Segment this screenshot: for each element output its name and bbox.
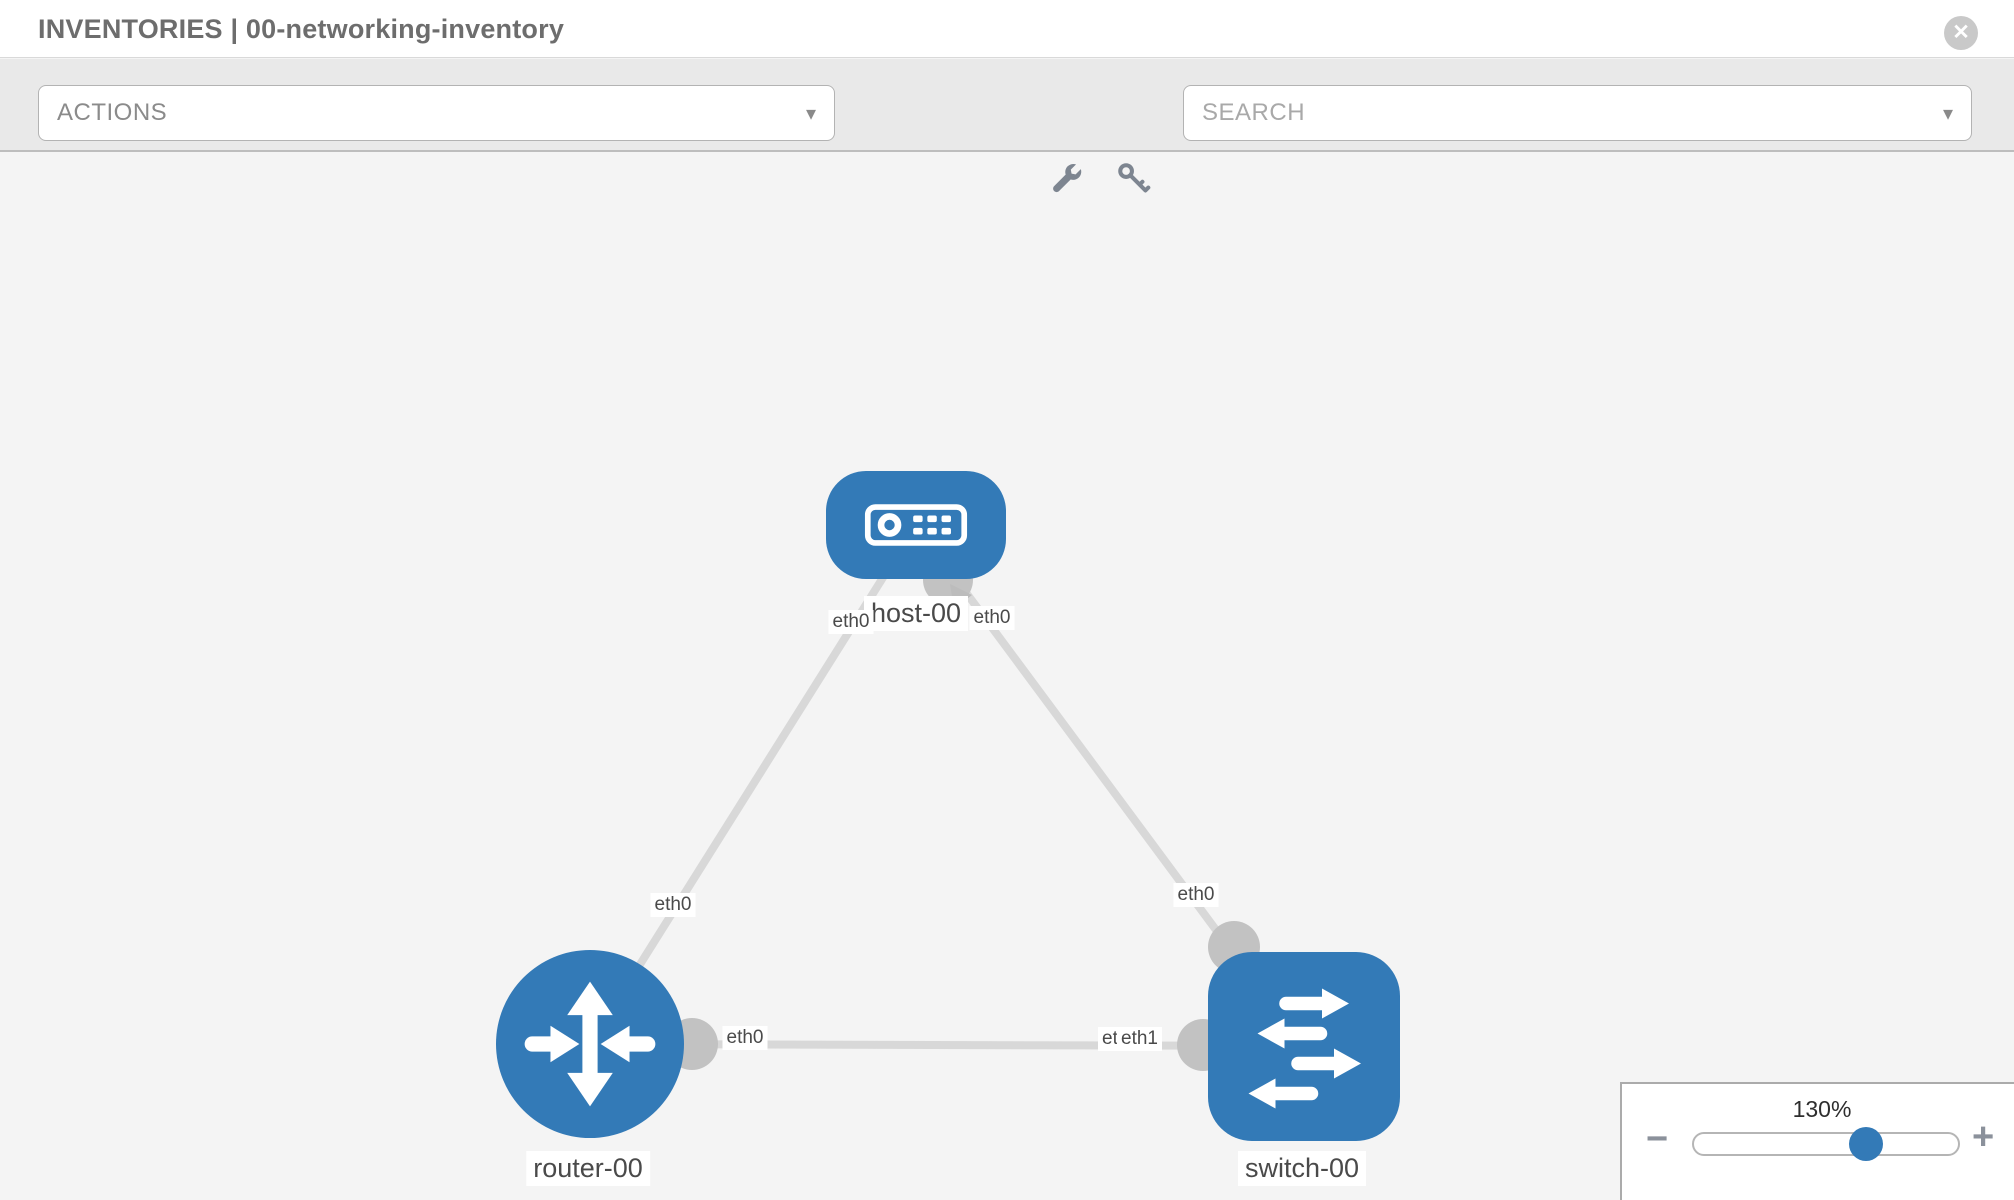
iface-label: eth0 (828, 610, 874, 634)
iface-label: eth0 (650, 893, 696, 917)
header-bar: INVENTORIES | 00-networking-inventory ✕ (0, 0, 2014, 58)
zoom-slider-knob[interactable] (1849, 1127, 1883, 1161)
key-icon[interactable] (1115, 160, 1151, 196)
switch-icon (1248, 988, 1361, 1108)
node-router-00[interactable] (496, 950, 684, 1138)
node-host-00[interactable] (826, 471, 1006, 579)
zoom-panel: 130% − + (1620, 1082, 2014, 1200)
node-switch-00[interactable] (1208, 952, 1400, 1141)
host-icon (864, 504, 968, 546)
search-dropdown[interactable]: SEARCH ▾ (1183, 85, 1972, 141)
topology-canvas[interactable]: host-00 router-00 switch-00 eth0 eth0 et… (0, 154, 2014, 1200)
search-placeholder: SEARCH (1202, 99, 1306, 126)
actions-dropdown-label: ACTIONS (57, 99, 168, 126)
node-label-host: host-00 (863, 596, 969, 631)
iface-label: eth0 (969, 606, 1015, 630)
node-label-router: router-00 (526, 1151, 650, 1186)
node-label-switch: switch-00 (1237, 1151, 1367, 1186)
iface-label: eth0 (1173, 883, 1219, 907)
toolbar: ACTIONS ▾ SEARCH ▾ (0, 59, 2014, 193)
chevron-down-icon: ▾ (805, 102, 816, 125)
iface-label: eth0 (722, 1026, 768, 1050)
zoom-level: 130% (1792, 1096, 1852, 1122)
page-title: INVENTORIES | 00-networking-inventory (38, 14, 565, 44)
wrench-icon[interactable] (1048, 160, 1084, 196)
chevron-down-icon: ▾ (1942, 102, 1953, 125)
iface-label: eth1 (1117, 1027, 1162, 1051)
actions-dropdown[interactable]: ACTIONS ▾ (38, 85, 835, 141)
close-icon[interactable]: ✕ (1944, 16, 1978, 50)
zoom-out-button[interactable]: − (1646, 1118, 1669, 1160)
links-layer (586, 522, 1306, 1071)
zoom-in-button[interactable]: + (1972, 1116, 1995, 1158)
zoom-slider[interactable] (1692, 1127, 1960, 1161)
router-icon (524, 981, 656, 1107)
